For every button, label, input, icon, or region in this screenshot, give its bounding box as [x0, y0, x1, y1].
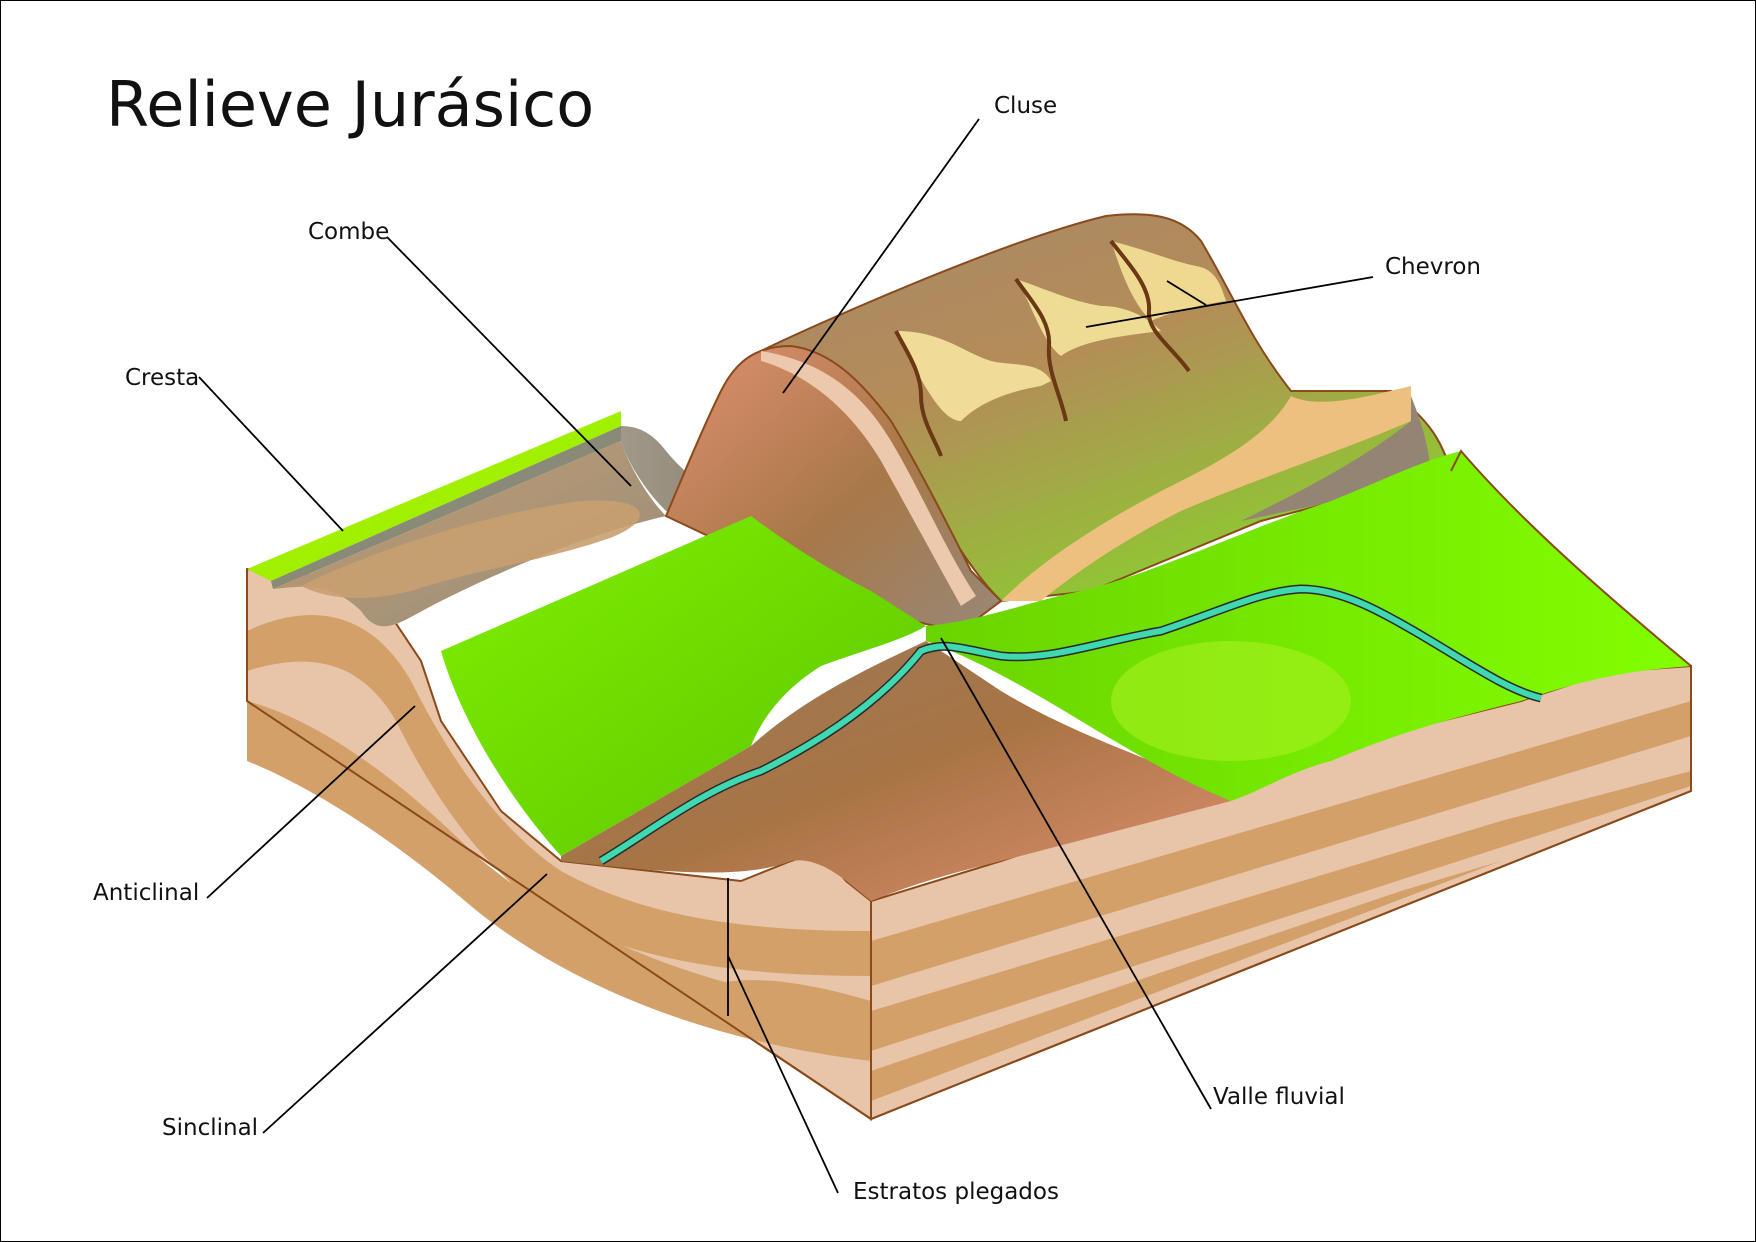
- label-cluse: Cluse: [994, 93, 1057, 119]
- label-chevron: Chevron: [1385, 254, 1481, 280]
- pink-crest: [664, 344, 1003, 633]
- leader-anticlinal: [206, 705, 416, 899]
- stratum-band: [871, 771, 1691, 1051]
- combe-hollow: [621, 426, 761, 521]
- label-cresta: Cresta: [125, 365, 199, 391]
- leader-chevron: [1085, 276, 1374, 328]
- leader-lines: [198, 118, 1374, 1194]
- sand-strip: [1001, 386, 1411, 601]
- stratum-band: [247, 701, 871, 1061]
- stratum-band: [871, 861, 1501, 1101]
- syncline-green: [441, 516, 926, 856]
- river: [598, 584, 1543, 865]
- label-combe: Combe: [308, 219, 389, 245]
- label-valle: Valle fluvial: [1213, 1084, 1345, 1110]
- leader-cresta: [198, 376, 344, 532]
- chevron-facets: [894, 239, 1226, 457]
- valley-slope: [561, 641, 1231, 901]
- leader-combe: [386, 236, 632, 487]
- leader-cluse: [782, 118, 980, 394]
- leader-sinclinal: [262, 873, 548, 1134]
- stratum-band: [871, 701, 1691, 986]
- stratum-band: [247, 615, 871, 976]
- label-estratos: Estratos plegados: [853, 1179, 1059, 1205]
- label-anticlinal: Anticlinal: [93, 880, 199, 906]
- leader-valle: [940, 637, 1212, 1110]
- page-title: Relieve Jurásico: [106, 68, 594, 141]
- front-right-face: [870, 664, 1692, 1121]
- label-sinclinal: Sinclinal: [162, 1115, 258, 1141]
- cresta-ridge: [247, 411, 621, 589]
